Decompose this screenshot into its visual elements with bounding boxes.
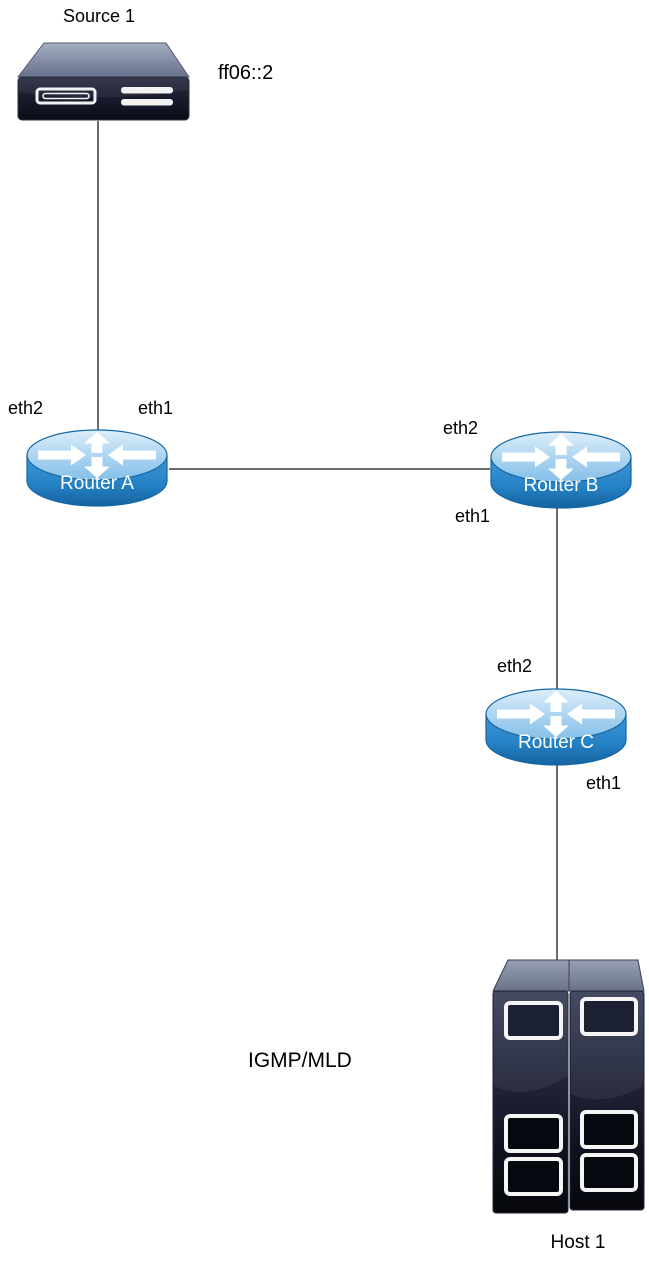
source-workstation-icon	[16, 42, 190, 127]
host-node-label: Host 1	[550, 1232, 606, 1253]
host-server-icon	[492, 958, 645, 1221]
routerC-eth2-label: eth2	[497, 656, 533, 676]
router-icon	[26, 429, 168, 507]
router-icon	[485, 688, 627, 766]
routerB-eth2-label: eth2	[443, 418, 479, 438]
router-a-label: Router A	[60, 473, 134, 494]
router-arrows-icon	[502, 434, 620, 480]
multicast-group-address-label: ff06::2	[218, 62, 274, 84]
router-b-icon: Router B	[489, 431, 633, 511]
link-routerC-to-host	[556, 763, 558, 965]
routerA-eth2-label: eth2	[8, 398, 44, 418]
routerA-eth1-label: eth1	[138, 398, 174, 418]
link-routerA-to-routerB	[169, 468, 490, 470]
server-tower-icon	[492, 959, 645, 1214]
router-c-label: Router C	[517, 732, 595, 753]
router-a-icon: Router A	[25, 429, 169, 509]
source-node-label: Source 1	[62, 6, 136, 26]
router-b-label: Router B	[523, 475, 599, 496]
router-arrows-icon	[38, 432, 156, 478]
routerC-eth1-label: eth1	[586, 773, 622, 793]
router-icon	[490, 431, 632, 509]
protocol-annotation-label: IGMP/MLD	[248, 1049, 352, 1072]
link-source-to-routerA	[97, 121, 99, 431]
routerB-eth1-label: eth1	[455, 506, 491, 526]
workstation-icon	[16, 42, 190, 121]
router-c-icon: Router C	[484, 688, 628, 768]
link-routerB-to-routerC	[556, 504, 558, 690]
router-arrows-icon	[497, 691, 615, 737]
